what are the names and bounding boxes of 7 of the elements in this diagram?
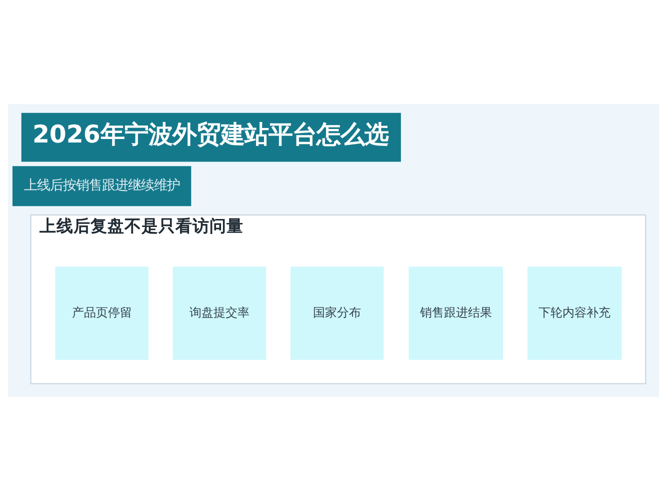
node-box: 产品页停留 [55, 266, 148, 360]
diagram-title: 2026年宁波外贸建站平台怎么选 [32, 118, 388, 148]
label: 上线后按销售跟进继续维护 [24, 178, 180, 194]
node-box: 询盘提交率 [172, 266, 266, 360]
node-box: 下轮内容补充 [527, 266, 622, 360]
node-box: 国家分布 [290, 266, 384, 360]
node-box: 销售跟进结果 [408, 266, 504, 360]
